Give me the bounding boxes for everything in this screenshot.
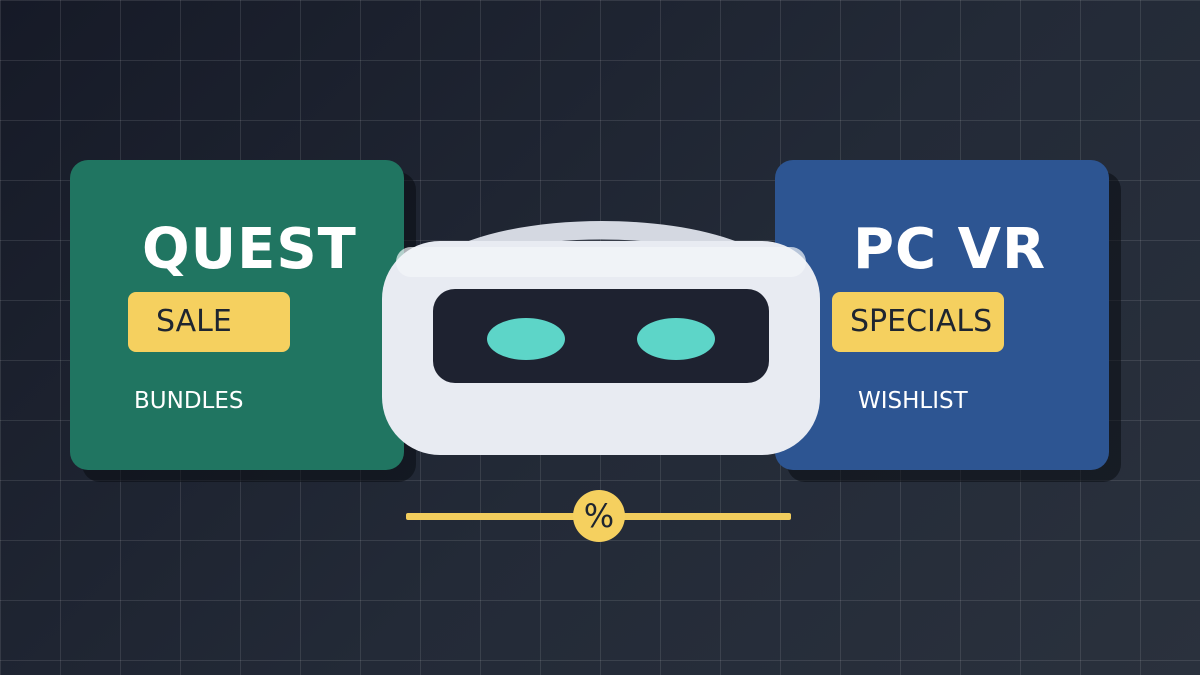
quest-card[interactable]: QUEST SALE BUNDLES	[70, 160, 404, 470]
pcvr-specials-badge[interactable]: SPECIALS	[832, 292, 1004, 352]
pcvr-card[interactable]: PC VR SPECIALS WISHLIST	[775, 160, 1109, 470]
slider-thumb[interactable]: %	[573, 490, 625, 542]
pcvr-wishlist-link[interactable]: WISHLIST	[858, 388, 968, 414]
discount-slider[interactable]: %	[406, 490, 791, 544]
quest-bundles-link[interactable]: BUNDLES	[134, 388, 244, 414]
pcvr-title: PC VR	[853, 217, 1047, 282]
quest-title: QUEST	[142, 217, 357, 282]
quest-sale-badge[interactable]: SALE	[128, 292, 290, 352]
vr-headset-icon	[382, 215, 820, 460]
